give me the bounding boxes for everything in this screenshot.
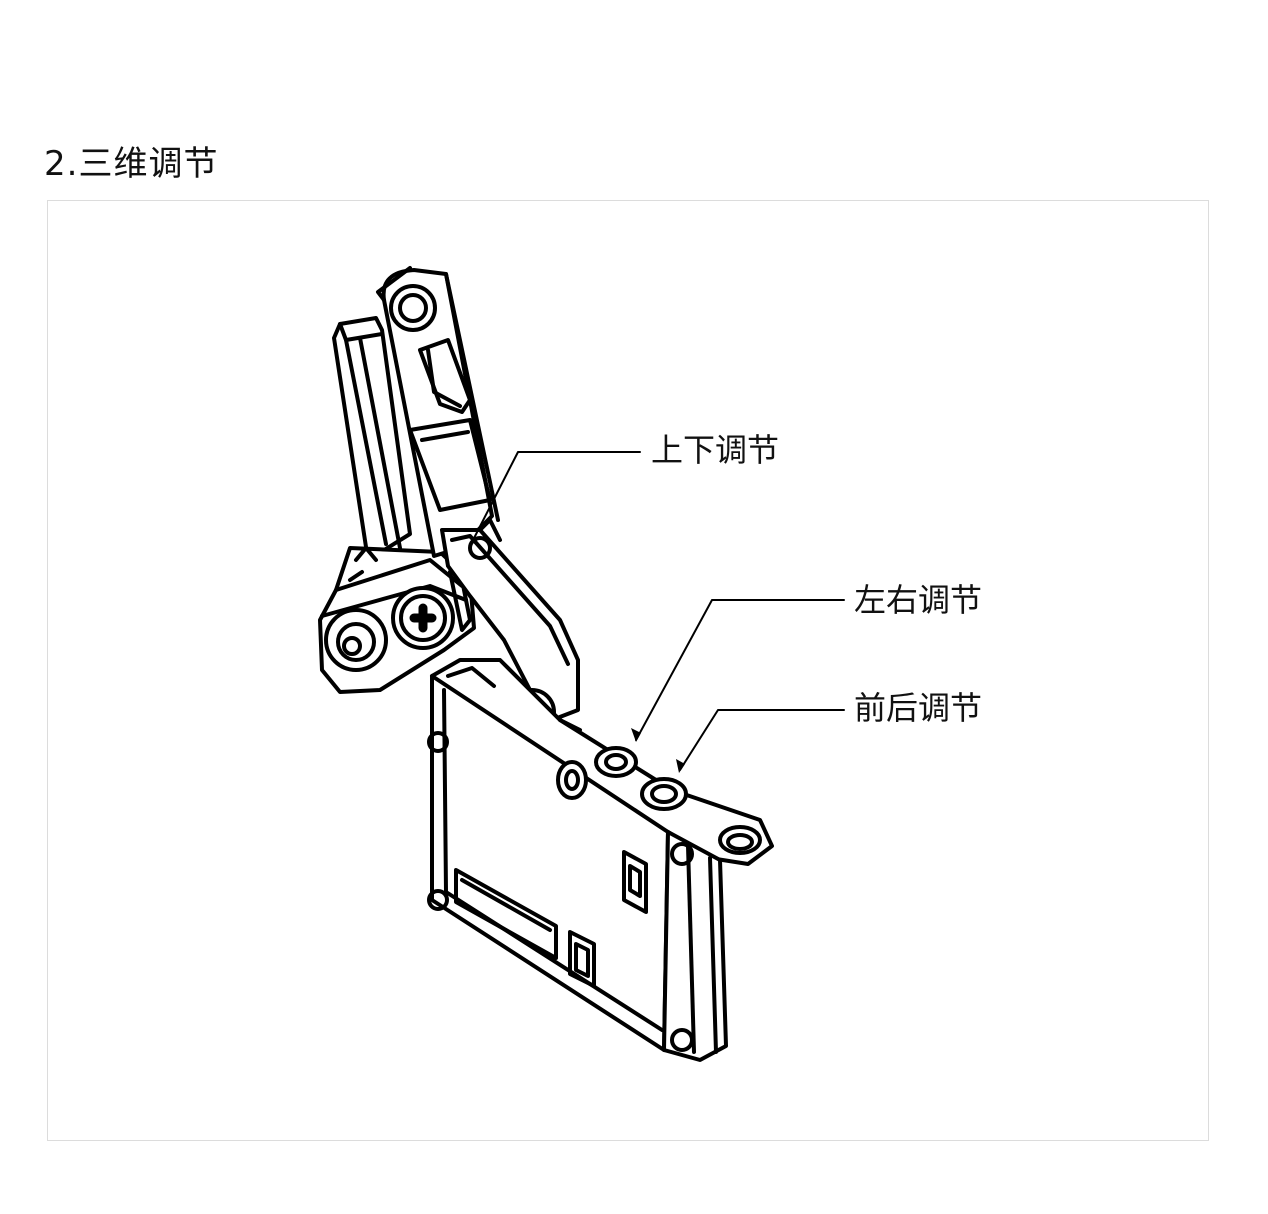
lateral-adjust-screw bbox=[594, 746, 638, 778]
depth-adjust-screw bbox=[640, 777, 688, 811]
plate-screw-left bbox=[324, 608, 388, 672]
leader-depth bbox=[679, 709, 845, 771]
callout-arrowheads bbox=[631, 728, 685, 773]
leader-vertical bbox=[469, 451, 641, 547]
front-arm bbox=[376, 266, 500, 558]
cup-end-hole bbox=[718, 825, 762, 855]
section-title: 2.三维调节 bbox=[44, 144, 219, 184]
leader-lateral bbox=[635, 599, 845, 741]
hinge-cup bbox=[427, 658, 774, 1062]
arm-top-pivot bbox=[389, 284, 437, 332]
callout-depth-adjust: 前后调节 bbox=[854, 689, 983, 727]
callout-leaders bbox=[469, 451, 845, 771]
plate-screw-cross bbox=[391, 586, 455, 650]
back-arm bbox=[332, 316, 412, 562]
cup-small-screw bbox=[556, 760, 588, 800]
callout-vertical-adjust: 上下调节 bbox=[651, 431, 780, 469]
callout-lateral-adjust: 左右调节 bbox=[854, 581, 983, 619]
